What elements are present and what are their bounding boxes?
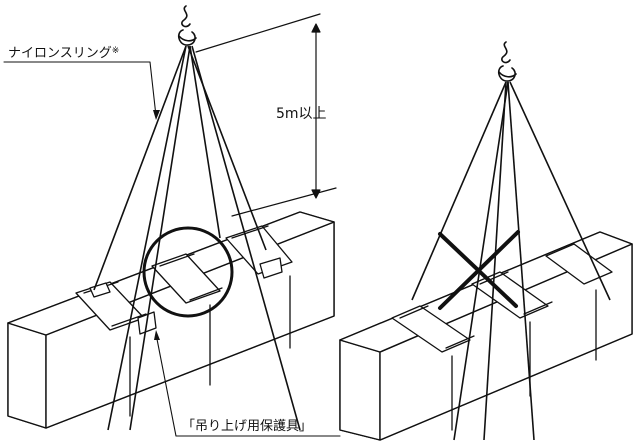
right-scene [339,41,633,441]
left-scene: ナイロンスリング※ 5m以上 「吊り上げ用保護具」 [3,5,341,437]
height-dimension [195,13,337,217]
highlight-circle [142,226,234,318]
left-cargo-box [7,211,335,429]
height-label: 5m以上 [276,106,327,122]
right-hook-icon [497,41,517,82]
protector-label: 「吊り上げ用保護具」 [182,418,312,434]
prohibited-x-icon [438,230,520,310]
left-hook-icon [177,5,197,46]
right-slings [411,81,611,441]
sling-label: ナイロンスリング※ [8,46,119,61]
